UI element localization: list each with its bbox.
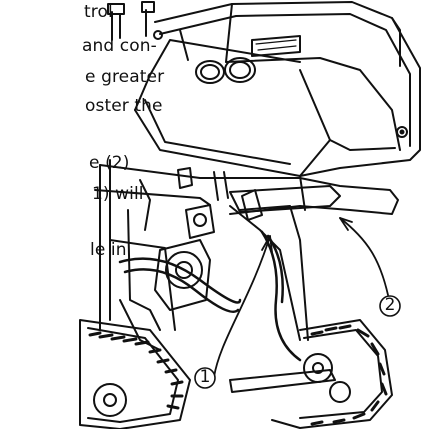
callout-1 [194, 367, 216, 389]
text-line: trol [84, 2, 113, 22]
callout-leader-2 [339, 217, 389, 296]
callout-2 [379, 295, 401, 317]
gauge-cluster [107, 1, 301, 84]
text-line: e greater [85, 67, 165, 87]
engine-block [154, 167, 306, 311]
text-line: 1) will [92, 184, 144, 204]
callout-2-label: 2 [384, 295, 396, 315]
right-track [229, 319, 393, 429]
left-track [79, 319, 191, 429]
text-line: and con- [82, 36, 157, 56]
text-line: oster the [85, 96, 163, 116]
hood-frame [134, 1, 421, 177]
callout-1-label: 1 [199, 367, 211, 387]
callout-leader-1 [213, 235, 273, 378]
